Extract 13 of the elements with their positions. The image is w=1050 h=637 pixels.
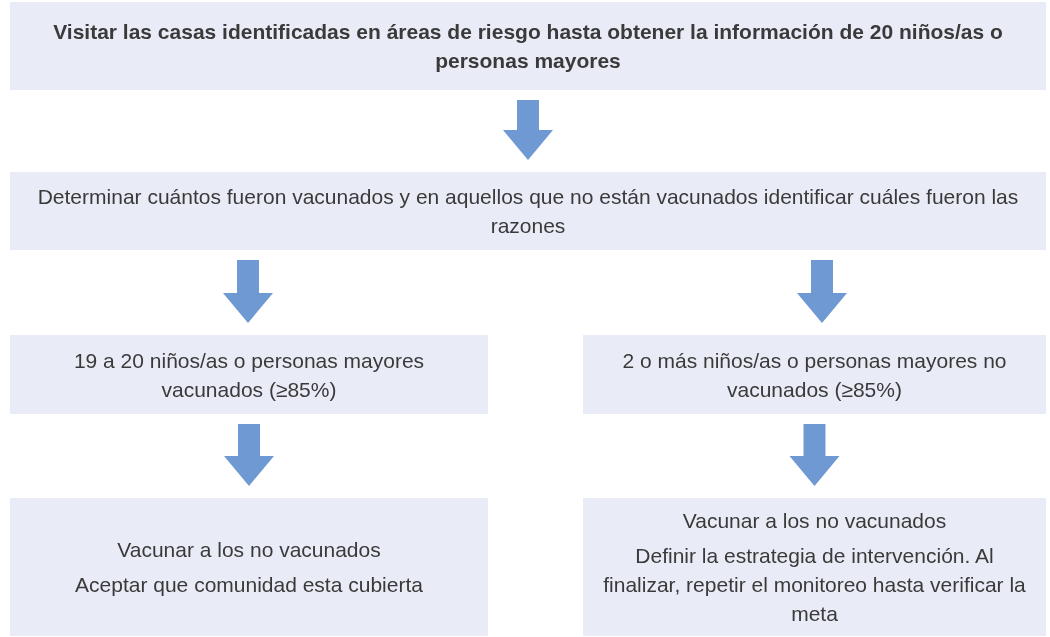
block-arrow — [224, 424, 274, 486]
box-text: 19 a 20 niños/as o personas mayores vacunados (≥85%) — [72, 347, 426, 403]
box-text: 2 o más niños/as o personas mayores no vacunados (≥85%) — [621, 347, 1008, 403]
box-text: Definir la estrategia de intervención. Al finalizar, repetir el monitoreo hasta verificar la meta — [602, 543, 1027, 627]
block-arrow — [789, 424, 840, 486]
box-text: Aceptar que comunidad esta cubierta — [75, 572, 423, 598]
box-text: Determinar cuántos fueron vacunados y en aquellos que no están vacunados identificar cuáles fueron las razones — [36, 184, 1020, 239]
block-arrow — [503, 100, 553, 160]
box-text: Visitar las casas identificadas en áreas de riesgo hasta obtener la información de 20 niños/as o personas mayores — [52, 19, 1004, 74]
block-arrow — [223, 260, 273, 323]
block-arrow — [797, 260, 847, 323]
box-text: Vacunar a los no vacunados — [682, 508, 947, 534]
box-text: Vacunar a los no vacunados — [117, 537, 381, 563]
